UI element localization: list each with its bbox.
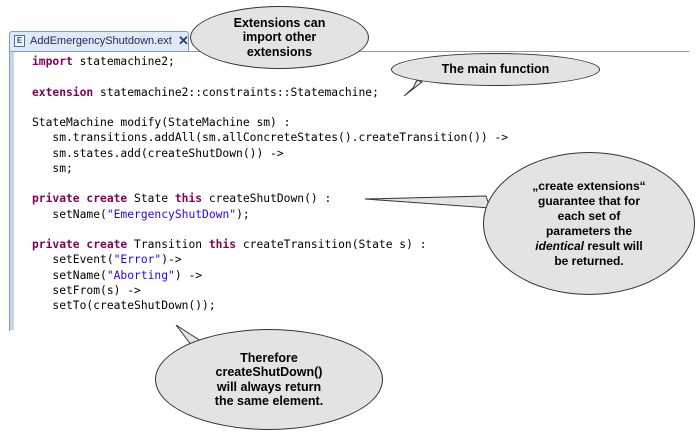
tab-add-emergency-shutdown[interactable]: E AddEmergencyShutdown.ext ✕ (9, 31, 189, 51)
code-text: StateMachine modify(StateMachine sm) : (32, 116, 291, 129)
code-line: sm.transitions.addAll(sm.allConcreteStat… (32, 130, 508, 145)
callout-line: Therefore (240, 350, 298, 365)
code-line: setEvent("Error")-> (32, 252, 182, 267)
callout-therefore: Therefore createShutDown() will always r… (155, 329, 383, 430)
identical-rest: result will (583, 238, 643, 253)
code-line: setFrom(s) -> (32, 283, 141, 298)
code-line: setName("Aborting") -> (32, 268, 202, 283)
callout-line: the same element. (214, 394, 324, 408)
callout-create-extensions: „create extensions“ guarantee that for e… (483, 152, 695, 295)
callout-line: guarantee that for (537, 193, 640, 208)
code-keyword: private (32, 192, 80, 206)
callout-line: Extensions can (233, 15, 326, 30)
code-text: setName( (32, 207, 107, 221)
callout-line-identical: identical result will (532, 239, 645, 254)
callout-line: each set of (557, 208, 621, 223)
code-string: "Error" (113, 253, 162, 267)
code-text: )-> (161, 253, 182, 267)
callout-line: extensions (246, 44, 313, 59)
code-keyword: create (86, 192, 128, 206)
code-keyword: extension (32, 85, 94, 99)
code-text: ); (236, 207, 250, 221)
code-line: private create State this createShutDown… (32, 191, 331, 206)
code-keyword: this (174, 192, 203, 206)
code-line: extension statemachine2::constraints::St… (32, 85, 379, 100)
code-text: sm.states.add(createShutDown()) -> (32, 146, 284, 160)
code-line: private create Transition this createTra… (32, 237, 427, 252)
code-text: statemachine2; (72, 55, 175, 68)
identical-word: identical (535, 238, 584, 253)
ext-file-icon: E (14, 35, 25, 47)
tab-title: AddEmergencyShutdown.ext (30, 35, 172, 47)
editor-tab-bar: E AddEmergencyShutdown.ext ✕ (9, 31, 689, 51)
editor-gutter (10, 52, 14, 330)
code-text: State (127, 192, 175, 206)
code-text: createTransition(State s) : (236, 238, 427, 251)
code-line: sm; (32, 161, 73, 176)
code-line: setTo(createShutDown()); (32, 298, 216, 313)
callout-line: „create extensions“ (532, 178, 646, 193)
code-text: setName( (32, 268, 107, 282)
close-icon[interactable]: ✕ (178, 33, 189, 48)
code-keyword: import (32, 55, 73, 68)
callout-line: createShutDown() (215, 365, 323, 379)
code-text: setEvent( (32, 253, 114, 267)
code-text: sm.transitions.addAll(sm.allConcreteStat… (32, 131, 509, 145)
callout-line: will always return (216, 379, 322, 394)
code-line: setName("EmergencyShutDown"); (32, 207, 250, 222)
code-text: sm; (32, 161, 73, 175)
callout-line: import other (242, 30, 317, 45)
code-text: createShutDown() : (202, 192, 332, 206)
code-text: statemachine2::constraints::Statemachine… (93, 85, 379, 99)
callout-extensions-import: Extensions can import other extensions (190, 6, 369, 69)
code-keyword: private (32, 238, 80, 251)
code-string: "EmergencyShutDown" (106, 207, 237, 221)
code-text: setFrom(s) -> (32, 283, 141, 297)
callout-line: be returned. (554, 253, 624, 268)
code-text: Transition (127, 238, 209, 251)
callout-main-function: The main function (391, 53, 600, 86)
code-keyword: create (86, 238, 128, 251)
code-line: import statemachine2; (32, 54, 175, 69)
code-text: setTo(createShutDown()); (32, 299, 216, 312)
code-keyword: this (208, 238, 237, 251)
code-line: sm.states.add(createShutDown()) -> (32, 146, 284, 161)
callout-line: The main function (441, 62, 550, 77)
code-text: ) -> (174, 268, 203, 282)
code-line: StateMachine modify(StateMachine sm) : (32, 115, 290, 130)
callout-line: parameters the (545, 223, 633, 238)
code-string: "Aborting" (106, 268, 175, 282)
